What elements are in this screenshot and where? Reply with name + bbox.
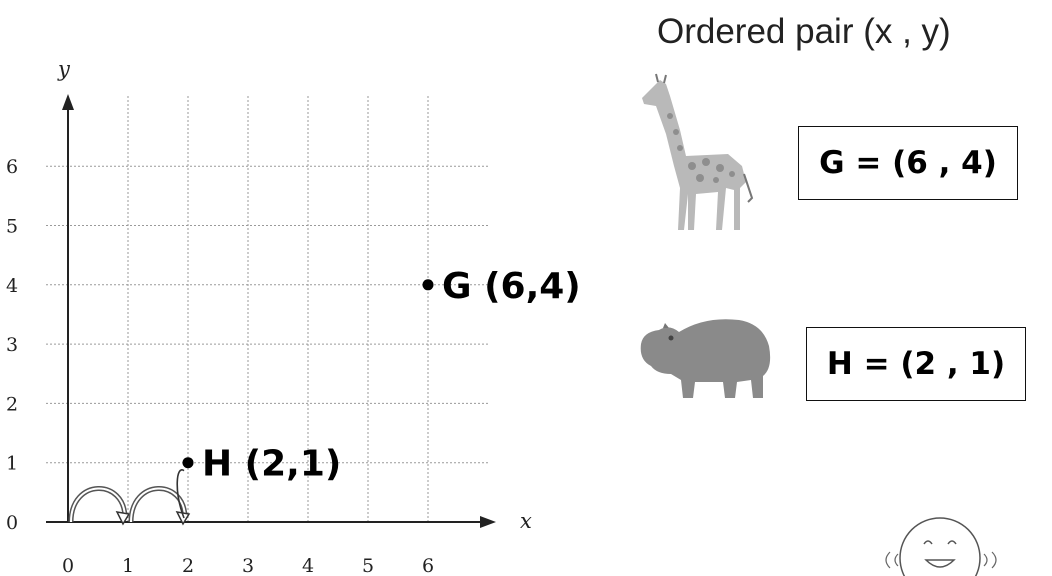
grid-lines <box>46 95 488 522</box>
point-h-label: H (2,1) <box>202 444 341 485</box>
tick-labels: 0 1 2 3 4 5 6 0 1 2 3 4 5 6 <box>6 156 434 576</box>
x-axis-arrow <box>480 516 496 528</box>
smiley-face-icon <box>885 517 997 576</box>
coordinate-grid: x y 0 1 2 3 4 5 6 0 1 2 3 4 5 6 G (6,4) H (2,1) <box>6 57 581 576</box>
y-tick-label: 2 <box>6 393 18 415</box>
y-tick-label: 5 <box>6 216 18 238</box>
x-tick-label: 2 <box>182 555 194 576</box>
y-tick-label: 4 <box>6 275 18 297</box>
y-axis-label: y <box>57 57 71 81</box>
giraffe-answer-box: G = (6 , 4) <box>798 126 1018 200</box>
hop-arc <box>130 487 186 523</box>
y-axis-arrow <box>62 94 74 110</box>
y-tick-label: 1 <box>6 453 18 475</box>
hop-arrowhead <box>115 511 131 526</box>
x-tick-label: 1 <box>122 555 134 576</box>
x-tick-label: 0 <box>62 555 74 576</box>
hippo-answer-text: H = (2 , 1) <box>826 346 1006 382</box>
ordered-pair-heading: Ordered pair (x , y) <box>657 12 951 51</box>
hop-arc-outline <box>128 486 188 523</box>
x-tick-label: 4 <box>302 555 314 576</box>
point-g-label: G (6,4) <box>442 266 581 307</box>
point-g <box>422 279 434 291</box>
hop-arc <box>70 487 126 523</box>
y-tick-label: 3 <box>6 334 18 356</box>
point-h <box>182 457 194 469</box>
plotted-points: G (6,4) H (2,1) <box>182 266 581 485</box>
hop-arrows <box>68 469 191 526</box>
y-tick-label: 0 <box>6 512 18 534</box>
x-tick-label: 3 <box>242 555 254 576</box>
giraffe-answer-text: G = (6 , 4) <box>819 145 997 181</box>
hippo-answer-box: H = (2 , 1) <box>806 327 1026 401</box>
axes <box>46 94 496 528</box>
hippo-icon <box>640 319 771 398</box>
hop-up-arrow <box>176 469 185 519</box>
x-tick-label: 5 <box>362 555 374 576</box>
hop-arc-outline <box>68 486 128 523</box>
x-axis-label: x <box>520 509 532 533</box>
y-tick-label: 6 <box>6 156 18 178</box>
giraffe-icon <box>642 73 754 230</box>
x-tick-label: 6 <box>422 555 434 576</box>
